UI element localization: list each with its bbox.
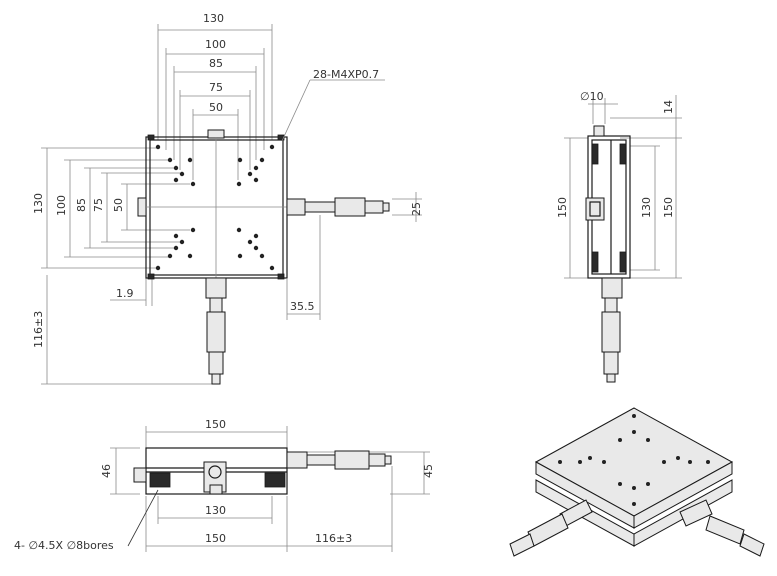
corner-block bbox=[147, 134, 155, 141]
dim-top-50: 50 bbox=[209, 101, 223, 114]
side-knob bbox=[593, 125, 605, 137]
dim-top-130: 130 bbox=[203, 12, 224, 25]
dim-left-130: 130 bbox=[32, 193, 45, 214]
thread-callout: 28-M4XP0.7 bbox=[313, 68, 379, 81]
dim-35-5: 35.5 bbox=[290, 300, 315, 313]
dim-top-100: 100 bbox=[205, 38, 226, 51]
dim-top-85: 85 bbox=[209, 57, 223, 70]
dim-left-85: 85 bbox=[75, 198, 88, 212]
top-view: 130 100 85 75 50 130 100 85 75 50 116±3 … bbox=[32, 12, 423, 385]
dim-left-75: 75 bbox=[92, 198, 105, 212]
dim-1-9: 1.9 bbox=[116, 287, 134, 300]
dim-45: 45 bbox=[422, 464, 435, 478]
side-view: ∅10 14 150 130 150 bbox=[556, 90, 682, 383]
side-dimension-lines bbox=[564, 95, 682, 279]
dim-left-50: 50 bbox=[112, 198, 125, 212]
side-micrometer bbox=[601, 277, 623, 383]
corner-block bbox=[277, 273, 285, 280]
side-clamp bbox=[585, 197, 605, 221]
thread-holes bbox=[155, 144, 275, 271]
side-clamp-knob bbox=[137, 197, 147, 217]
dim-150-right: 150 bbox=[662, 197, 675, 218]
dim-front-116: 116±3 bbox=[315, 532, 352, 545]
dim-phi10: ∅10 bbox=[580, 90, 604, 103]
bores-callout: 4- ∅4.5X ∅8bores bbox=[14, 539, 114, 552]
right-micrometer bbox=[286, 197, 390, 217]
left-dimension-lines bbox=[41, 147, 215, 385]
iso-holes bbox=[558, 414, 710, 506]
front-dimension-lines bbox=[110, 426, 430, 552]
dim-116: 116±3 bbox=[32, 311, 45, 348]
dim-top-75: 75 bbox=[209, 81, 223, 94]
stage-top-inner bbox=[149, 139, 284, 276]
dim-front-150-bottom: 150 bbox=[205, 532, 226, 545]
front-clamp bbox=[133, 467, 147, 483]
top-dimension-lines bbox=[157, 24, 273, 180]
iso-micrometer-left bbox=[509, 499, 593, 557]
right-dimension-lines bbox=[286, 192, 422, 320]
dim-150-left: 150 bbox=[556, 197, 569, 218]
dim-front-150-top: 150 bbox=[205, 418, 226, 431]
dim-front-130: 130 bbox=[205, 504, 226, 517]
dim-130: 130 bbox=[640, 197, 653, 218]
dim-14: 14 bbox=[662, 100, 675, 114]
dim-25: 25 bbox=[410, 202, 423, 216]
front-micrometer bbox=[286, 450, 392, 470]
iso-micrometer-right bbox=[679, 499, 765, 557]
isometric-view bbox=[509, 407, 765, 557]
front-view: 150 46 45 130 150 116±3 4- ∅4.5X ∅8bores bbox=[14, 418, 435, 552]
dim-46: 46 bbox=[100, 464, 113, 478]
clamp-knob bbox=[207, 129, 225, 139]
bottom-micrometer bbox=[205, 277, 227, 385]
dim-left-100: 100 bbox=[55, 195, 68, 216]
corner-block bbox=[147, 273, 155, 280]
